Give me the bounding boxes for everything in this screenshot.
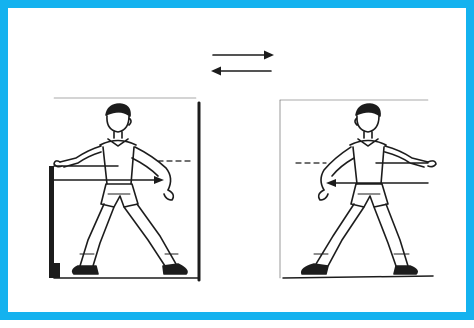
left-wall [49,166,60,278]
figure-frame [0,0,474,320]
arrow-left-icon [211,67,271,76]
direction-arrows [211,51,274,76]
exercise-diagram [8,8,474,328]
floor-line [283,276,433,278]
left-panel [49,98,199,280]
arrow-right-icon [213,51,274,60]
person-figure-right [302,104,436,274]
person-figure-left [54,104,187,274]
right-panel [280,100,436,278]
